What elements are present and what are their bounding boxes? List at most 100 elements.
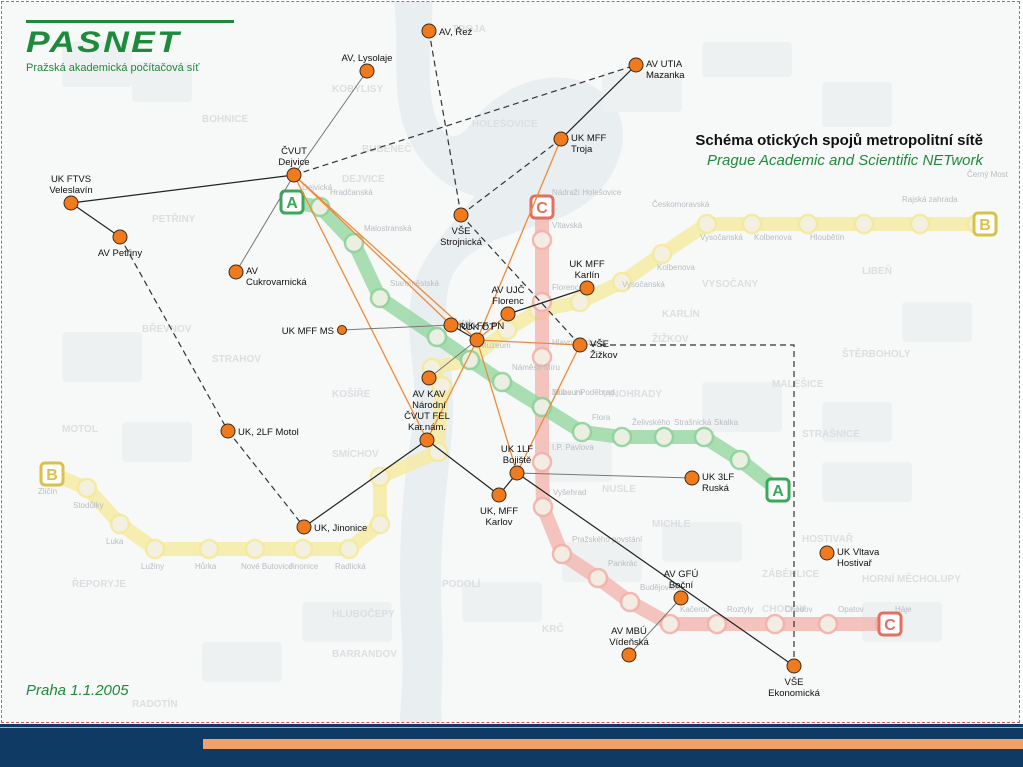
map-block (122, 422, 192, 462)
metro-station (611, 426, 633, 448)
node-label-petriny: AV Petřiny (98, 248, 142, 259)
metro-station-name-a: Jiřího z Poděbrad (552, 388, 615, 397)
metro-station-name-c: Opatov (838, 605, 864, 614)
node-label-rez: AV, Řež (439, 27, 473, 38)
district-label: VINOHRADY (602, 389, 662, 400)
metro-station-name-c: Vyšehrad (553, 488, 587, 497)
title-czech: Schéma otických spojů metropolitní sítě (695, 132, 983, 149)
district-label: TROJA (452, 24, 486, 35)
node-mff-karlov (491, 487, 507, 503)
district-label: STRAHOV (212, 354, 261, 365)
metro-station-name-a: Skalka (714, 418, 739, 427)
district-label: KARLÍN (662, 307, 700, 320)
metro-badge-a: A (279, 189, 305, 215)
metro-station-name-c: Roztyly (727, 605, 753, 614)
map-block (822, 82, 892, 127)
metro-badge-letter: C (884, 617, 896, 634)
metro-station-name-a: Malostranská (364, 224, 412, 233)
metro-station (244, 538, 266, 560)
link-lysolaje-dejvice (293, 70, 368, 176)
metro-station (431, 375, 453, 397)
link-karlak-jinonice (303, 439, 428, 528)
metro-station (741, 213, 763, 235)
logo-subtitle: Pražská akademická počítačová síť (26, 62, 200, 74)
district-label: MICHLE (652, 519, 691, 530)
metro-station (531, 396, 553, 418)
metro-station (619, 591, 641, 613)
district-label: ZÁBĚHLICE (762, 567, 820, 580)
footer-line (0, 727, 1023, 728)
node-zizkov (572, 337, 588, 353)
metro-station-name-b: Jinonice (289, 562, 319, 571)
link-dejvice-ff_pn (293, 174, 452, 326)
metro-badge-letter: C (536, 200, 548, 217)
node-karlin (579, 280, 595, 296)
metro-station (491, 371, 513, 393)
node-bojiste (509, 465, 525, 481)
link-troja-ruk_ot (476, 138, 562, 341)
metro-station-name-c: Chodov (785, 605, 813, 614)
metro-station (532, 496, 554, 518)
metro-station (459, 349, 481, 371)
diagram-title: Schéma otických spojů metropolitní sítě … (695, 132, 983, 169)
metro-badge-letter: B (46, 467, 58, 484)
metro-station-name-c: Pražského povstání (572, 535, 643, 544)
node-jinonice (296, 519, 312, 535)
link-karlak-mff_karlov (426, 439, 500, 496)
district-label: KOŠÍŘE (332, 387, 371, 400)
link-veleslavin-petriny (70, 202, 121, 238)
metro-station (369, 466, 391, 488)
metro-station-name-b: Kolbenova (657, 263, 695, 272)
metro-station-name-a: Muzeum (480, 341, 511, 350)
map-block (62, 42, 132, 87)
district-label: DEJVICE (342, 174, 385, 185)
node-ruska (684, 470, 700, 486)
metro-station-name-a: Flora (592, 413, 611, 422)
node-label-mff-ms: UK MFF MS (282, 326, 334, 337)
map-block (822, 402, 892, 442)
link-zizkov-ekonomicka (580, 344, 795, 666)
district-label: LIBEŇ (862, 264, 892, 277)
district-label: BUBENEČ (362, 142, 411, 155)
node-label-motol: UK, 2LF Motol (238, 427, 299, 438)
district-label: ŠTĚRBOHOLY (842, 347, 911, 360)
district-label: HOLEŠOVICE (472, 117, 538, 130)
metro-station (729, 449, 751, 471)
map-block (702, 382, 782, 432)
node-vse-strojnicka (453, 207, 469, 223)
metro-badge-c: C (877, 611, 903, 637)
link-rez-vse_strojnicka (428, 30, 462, 216)
district-label: KRČ (542, 622, 564, 635)
node-dejvice (286, 167, 302, 183)
metro-station-name-a: Hradčanská (330, 188, 373, 197)
metro-station (764, 613, 786, 635)
link-dejvice-karlak (293, 174, 428, 441)
metro-station (369, 287, 391, 309)
link-ruk_ot-bojiste (476, 339, 518, 474)
link-zizkov-bojiste (516, 344, 581, 474)
metro-station (659, 613, 681, 635)
metro-badge-letter: A (286, 195, 298, 212)
metro-station (144, 538, 166, 560)
link-dejvice-cukrovarnicka (235, 174, 295, 273)
title-english: Prague Academic and Scientific NETwork (707, 152, 983, 169)
link-gfu-mbu (628, 597, 682, 656)
river-shape (394, 2, 623, 722)
district-label: HOSTIVAŘ (802, 532, 854, 545)
metro-station (551, 543, 573, 565)
link-bojiste-ruska (516, 472, 693, 479)
metro-station (338, 538, 360, 560)
